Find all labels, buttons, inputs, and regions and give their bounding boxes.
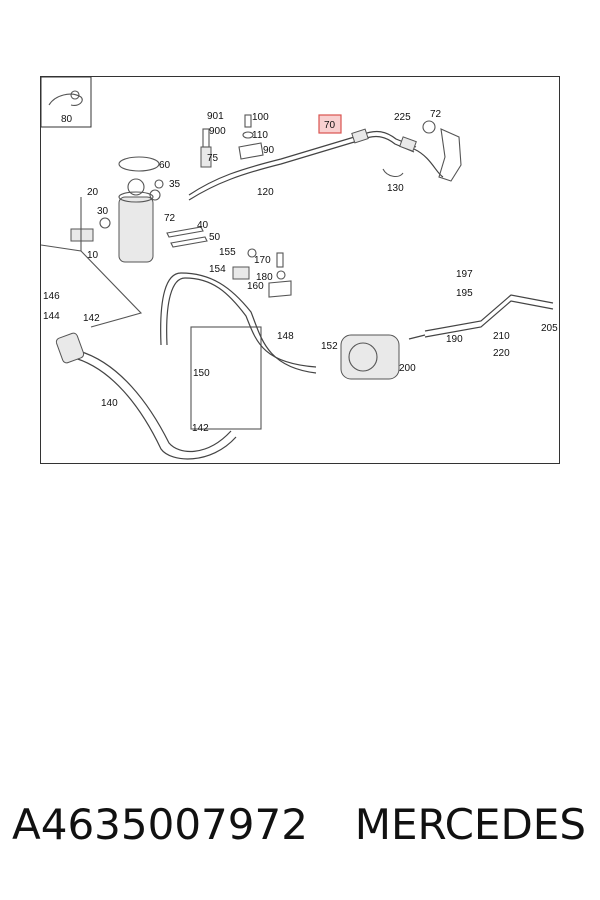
label-75: 75 (207, 153, 219, 164)
line-70 (188, 128, 444, 201)
pressure-switch-75 (200, 128, 212, 168)
bolt-set-upper (238, 114, 264, 160)
label-205: 205 (541, 323, 558, 334)
label-60: 60 (159, 160, 171, 171)
highlight-70 (318, 114, 342, 134)
condenser (190, 326, 262, 430)
seal-35 (154, 179, 164, 189)
label-72-mid: 72 (164, 213, 176, 224)
part-number: A4635007972 (12, 800, 308, 849)
label-210: 210 (493, 331, 510, 342)
label-142-bottom: 142 (192, 423, 209, 434)
seal-72 (149, 189, 161, 201)
label-35: 35 (169, 179, 181, 190)
compressor (340, 334, 400, 380)
label-110: 110 (252, 130, 268, 141)
label-197: 197 (456, 269, 473, 280)
callout-labels: 901 900 100 110 90 70 225 72 60 75 35 12… (43, 109, 558, 434)
inset-clamp-80: 80 (41, 77, 92, 128)
label-90: 90 (263, 145, 275, 156)
insulation-40-50 (166, 226, 208, 248)
seal-30 (99, 217, 111, 229)
hose-140 (70, 356, 237, 460)
label-154: 154 (209, 264, 226, 275)
label-195: 195 (456, 288, 473, 299)
label-50: 50 (209, 232, 221, 243)
label-152: 152 (321, 341, 338, 352)
parts-diagram: 80 (40, 76, 560, 464)
label-160: 160 (247, 281, 264, 292)
label-146: 146 (43, 291, 60, 302)
label-130: 130 (387, 183, 404, 194)
clip-130 (382, 168, 404, 178)
label-20: 20 (87, 187, 99, 198)
label-10: 10 (87, 250, 99, 261)
label-148: 148 (277, 331, 294, 342)
receiver-drier (118, 156, 160, 263)
label-190: 190 (446, 334, 463, 345)
label-900: 900 (209, 126, 226, 137)
label-140: 140 (101, 398, 118, 409)
label-170: 170 (254, 255, 271, 266)
bolt-set-middle (232, 248, 292, 298)
label-901: 901 (207, 111, 224, 122)
diagram-drawing: 80 (41, 77, 558, 460)
label-100: 100 (252, 112, 269, 123)
hose-148 (160, 272, 317, 374)
label-70: 70 (324, 120, 336, 131)
label-155: 155 (219, 247, 236, 258)
fitting-10 (70, 228, 94, 242)
label-220: 220 (493, 348, 510, 359)
label-72-top: 72 (430, 109, 442, 120)
bracket-72 (422, 120, 462, 182)
label-225: 225 (394, 112, 411, 123)
label-144: 144 (43, 311, 60, 322)
label-150: 150 (193, 368, 210, 379)
label-142-left: 142 (83, 313, 100, 324)
label-200: 200 (399, 363, 416, 374)
leader-lines-left (41, 244, 143, 328)
label-120: 120 (257, 187, 274, 198)
label-30: 30 (97, 206, 109, 217)
line-190 (424, 294, 554, 332)
caption-bar: A4635007972 MERCEDES (0, 800, 600, 860)
brand-name: MERCEDES (354, 800, 586, 849)
label-180: 180 (256, 272, 273, 283)
label-80: 80 (61, 114, 73, 125)
label-40: 40 (197, 220, 209, 231)
